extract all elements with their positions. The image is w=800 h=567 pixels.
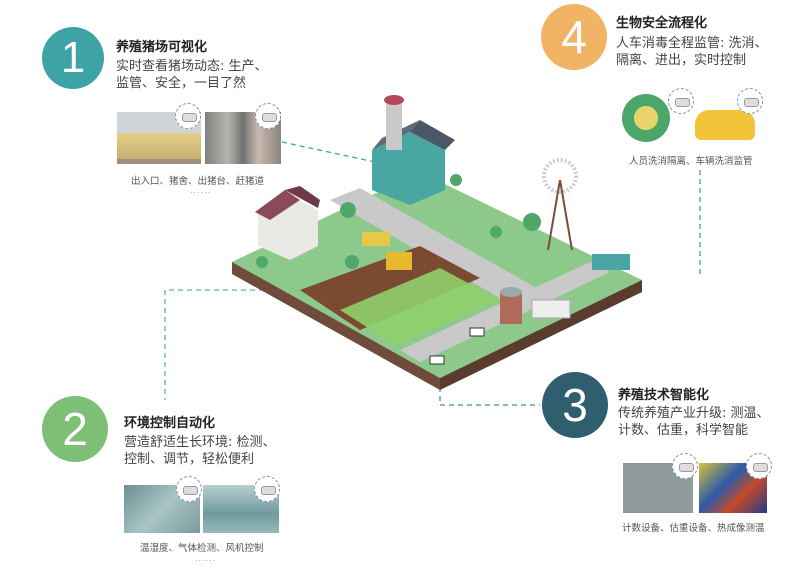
dome-camera-icon	[672, 453, 698, 479]
section-3-number-badge: 3	[542, 372, 608, 438]
bullet-camera-icon	[746, 453, 772, 479]
temperature-sensor-icon	[176, 476, 202, 502]
connector-2	[164, 289, 300, 400]
section-3-title: 养殖技术智能化	[618, 388, 710, 403]
section-3-caption: 计数设备、估重设备、热成像测温	[622, 523, 765, 534]
section-1-number-badge: 1	[42, 27, 104, 89]
section-2-caption: 温湿度、气体检测、风机控制	[140, 543, 264, 554]
gas-detector-icon	[254, 476, 280, 502]
section-1-caption: 出入口、猪舍、出猪台、赶猪道	[131, 176, 265, 187]
section-2-desc: 营造舒适生长环境: 检测、控制、调节，轻松便利	[124, 435, 276, 467]
section-4-title: 生物安全流程化	[616, 16, 708, 31]
section-4-number-badge: 4	[541, 4, 607, 70]
section-2-more: ......	[195, 554, 217, 563]
section-3-desc: 传统养殖产业升级: 测温、计数、估重，科学智能	[618, 406, 770, 438]
section-1-desc: 实时查看猪场动态: 生产、监管、安全，一目了然	[116, 59, 268, 91]
vehicle-disinfection-image	[695, 110, 755, 140]
section-1-more: ......	[190, 186, 212, 195]
section-2-title: 环境控制自动化	[124, 416, 216, 431]
dome-camera-icon	[668, 88, 694, 114]
bullet-camera-icon	[175, 103, 201, 129]
section-2-number-badge: 2	[42, 396, 108, 462]
dome-camera-icon	[255, 103, 281, 129]
connector-1	[281, 141, 376, 163]
section-4-desc: 人车消毒全程监管: 洗消、隔离、进出，实时控制	[616, 36, 768, 68]
section-1-title: 养殖猪场可视化	[116, 40, 208, 55]
person-disinfection-image	[622, 94, 670, 142]
bullet-camera-icon	[737, 88, 763, 114]
section-4-caption: 人员洗消隔离、车辆洗消监管	[629, 156, 753, 167]
